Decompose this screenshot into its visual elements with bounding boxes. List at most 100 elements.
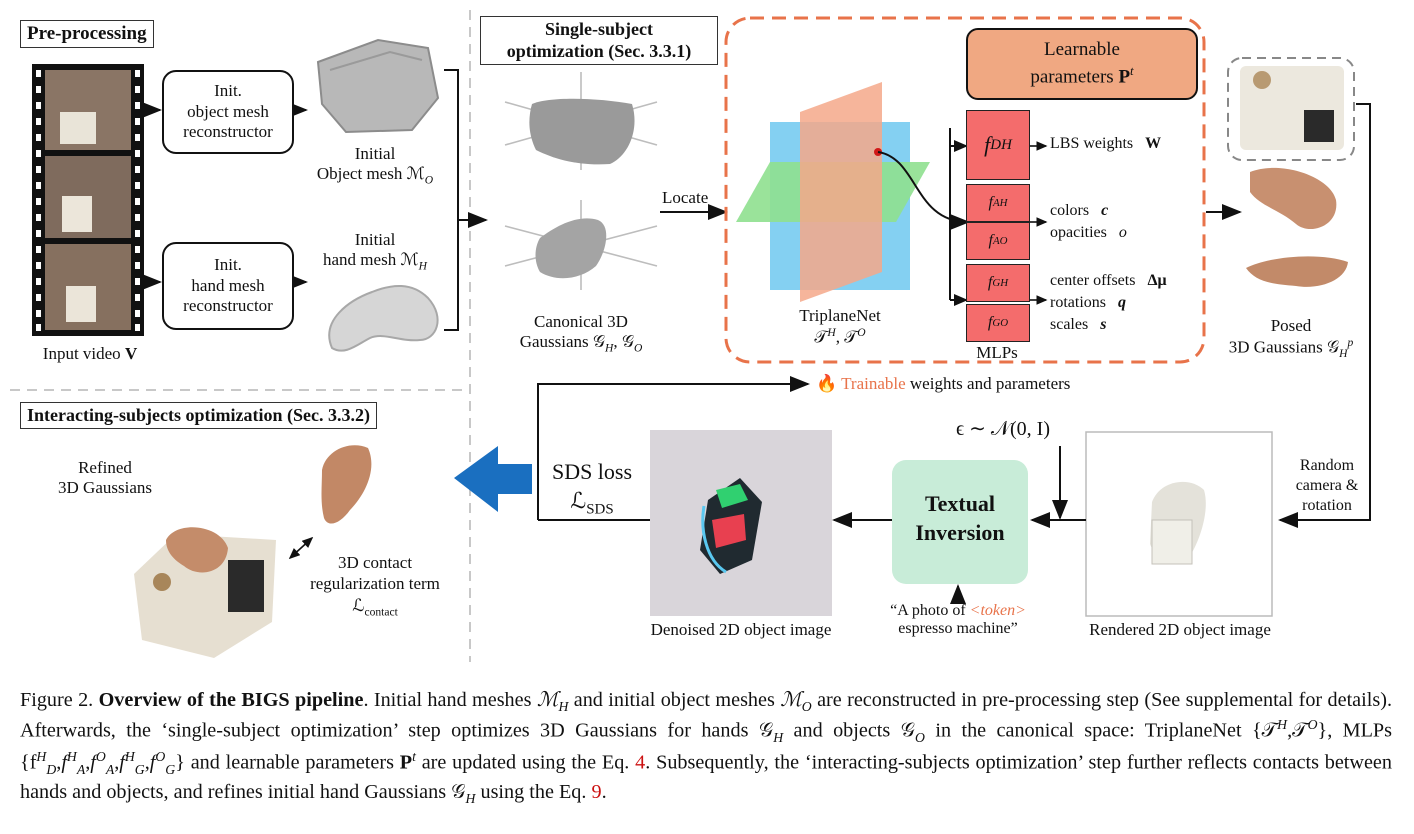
caption-pt: P bbox=[399, 751, 413, 774]
output-rotations-text: rotations bbox=[1050, 294, 1106, 311]
denoised-image-label: Denoised 2D object image bbox=[650, 620, 832, 639]
prompt-line1: “A photo of bbox=[890, 602, 970, 619]
initial-object-sub: O bbox=[424, 172, 434, 186]
caption-eq9-link[interactable]: 9 bbox=[591, 780, 602, 803]
output-opacities-sym: o bbox=[1118, 224, 1127, 241]
posed-hand-image bbox=[1250, 167, 1337, 230]
refined-gaussians-label: Refined 3D Gaussians bbox=[40, 458, 170, 497]
mlps-label: MLPs bbox=[976, 343, 1018, 362]
interact-direction-arrow bbox=[454, 446, 532, 512]
mlp-fa-h-sup: H bbox=[999, 197, 1008, 209]
random-line2: camera & bbox=[1295, 477, 1359, 494]
posed-object-bbox bbox=[1227, 57, 1355, 161]
figure-caption: Figure 2. Overview of the BIGS pipeline.… bbox=[20, 689, 1393, 806]
caption-mh-sub: H bbox=[558, 699, 569, 715]
refined-hand-image bbox=[321, 445, 372, 524]
initial-hand-line2: hand mesh ℳ bbox=[323, 249, 419, 269]
output-colors-sym: c bbox=[1101, 202, 1109, 219]
mlp-fd-sup: H bbox=[1001, 136, 1012, 153]
sds-sub: SDS bbox=[586, 500, 614, 517]
triplanenet-label: TriplaneNet 𝒯H, 𝒯O bbox=[799, 306, 881, 347]
output-center-text: center offsets bbox=[1050, 272, 1136, 289]
caption-s2: and initial object meshes bbox=[568, 689, 781, 711]
output-rotations-sym: q bbox=[1118, 294, 1126, 311]
sds-line2: ℒ bbox=[570, 487, 587, 513]
triplanenet-line2: 𝒯 bbox=[814, 327, 828, 347]
input-video-text: Input video bbox=[42, 344, 125, 363]
input-video-label: Input video V bbox=[20, 344, 160, 364]
rendered-image-label: Rendered 2D object image bbox=[1089, 620, 1271, 639]
caption-s5: in the canonical space: TriplaneNet {𝒯 bbox=[924, 720, 1278, 743]
output-lbs: LBS weights W bbox=[1050, 135, 1161, 153]
output-center-sym: Δμ bbox=[1147, 272, 1167, 289]
triplanenet-line1: TriplaneNet bbox=[799, 306, 881, 325]
refined-line1: Refined bbox=[78, 458, 132, 477]
hand-mesh-reconstructor-box: Init. hand mesh reconstructor bbox=[162, 242, 294, 330]
canonical-line1: Canonical 3D bbox=[534, 312, 628, 331]
textual-line1: Textual bbox=[924, 491, 996, 516]
mlp-fg-h-sup: H bbox=[1000, 277, 1009, 289]
preprocessing-label: Pre-processing bbox=[20, 20, 154, 48]
caption-s10: using the Eq. bbox=[475, 780, 592, 803]
caption-gh2-sub: H bbox=[465, 790, 476, 806]
interacting-label: Interacting-subjects optimization (Sec. … bbox=[20, 402, 377, 429]
caption-title: Overview of the BIGS pipeline bbox=[98, 689, 364, 711]
caption-s8: are updated using the Eq. bbox=[415, 751, 636, 774]
initial-hand-sub: H bbox=[418, 258, 427, 272]
output-center: center offsets Δμ bbox=[1050, 272, 1167, 290]
caption-s5-sup1: H bbox=[1277, 717, 1288, 733]
caption-s5-mid: ,𝒯 bbox=[1287, 720, 1308, 743]
contact-sub: contact bbox=[364, 604, 398, 618]
caption-s1: . Initial hand meshes bbox=[363, 689, 537, 711]
output-scales-sym: s bbox=[1100, 316, 1107, 333]
input-video-symbol: V bbox=[124, 344, 138, 363]
single-subject-line2: optimization (Sec. 3.3.1) bbox=[506, 40, 692, 61]
caption-go-sub: O bbox=[915, 730, 925, 746]
refined-line2: 3D Gaussians bbox=[58, 477, 152, 497]
object-reconstructor-line2: object mesh bbox=[187, 101, 269, 121]
trainable-rest: weights and parameters bbox=[905, 374, 1071, 393]
posed-line2: 3D Gaussians 𝒢 bbox=[1228, 337, 1340, 357]
caption-s7: } and learnable parameters bbox=[175, 751, 400, 774]
locate-label: Locate bbox=[662, 188, 709, 207]
canonical-line2: Gaussians 𝒢 bbox=[519, 331, 605, 351]
output-scales-text: scales bbox=[1050, 316, 1089, 333]
output-opacities-text: opacities bbox=[1050, 224, 1107, 241]
caption-s9: . Subsequently, the ‘interacting-subject… bbox=[20, 751, 1392, 803]
output-lbs-sym: W bbox=[1145, 135, 1162, 152]
mlp-fg-o-sub: G bbox=[992, 317, 1001, 329]
caption-pt-sup: t bbox=[412, 748, 416, 764]
learnable-sup: t bbox=[1130, 62, 1134, 78]
mlp-fa-o-sub: A bbox=[992, 235, 1000, 247]
sds-line1: SDS loss bbox=[551, 459, 633, 484]
posed-sup: p bbox=[1347, 335, 1354, 349]
canonical-sub-o: O bbox=[633, 340, 643, 354]
mlp-fd-sub: D bbox=[990, 136, 1002, 153]
hand-reconstructor-line2: hand mesh bbox=[191, 275, 265, 295]
posed-gaussians-label: Posed 3D Gaussians 𝒢Hp bbox=[1216, 316, 1366, 360]
output-colors-text: colors bbox=[1050, 202, 1090, 219]
caption-eq4-link[interactable]: 4 bbox=[635, 751, 646, 774]
initial-object-mesh-label: Initial Object mesh ℳO bbox=[300, 144, 450, 186]
mlp-fg-h-sub: G bbox=[992, 277, 1001, 289]
mlp-fa-o-sup: O bbox=[999, 235, 1008, 247]
contact-term-label: 3D contact regularization term ℒcontact bbox=[290, 552, 460, 619]
noise-label: ϵ ∼ 𝒩(0, I) bbox=[956, 418, 1050, 440]
input-video-filmstrip bbox=[32, 64, 144, 336]
mlp-fg-o-sup: O bbox=[1000, 317, 1009, 329]
object-reconstructor-line3: reconstructor bbox=[183, 122, 273, 142]
hand-reconstructor-line1: Init. bbox=[214, 255, 242, 275]
posed-sub: H bbox=[1339, 346, 1348, 360]
output-lbs-text: LBS weights bbox=[1050, 135, 1134, 152]
caption-mh: ℳ bbox=[536, 689, 559, 711]
initial-hand-mesh-label: Initial hand mesh ℳH bbox=[300, 230, 450, 272]
output-colors: colors c bbox=[1050, 202, 1108, 220]
output-scales: scales s bbox=[1050, 316, 1106, 334]
textual-line2: Inversion bbox=[915, 519, 1005, 545]
caption-gh-sub: H bbox=[773, 730, 784, 746]
mlp-fa-h-sub: A bbox=[992, 197, 1000, 209]
caption-mo: ℳ bbox=[780, 689, 802, 711]
